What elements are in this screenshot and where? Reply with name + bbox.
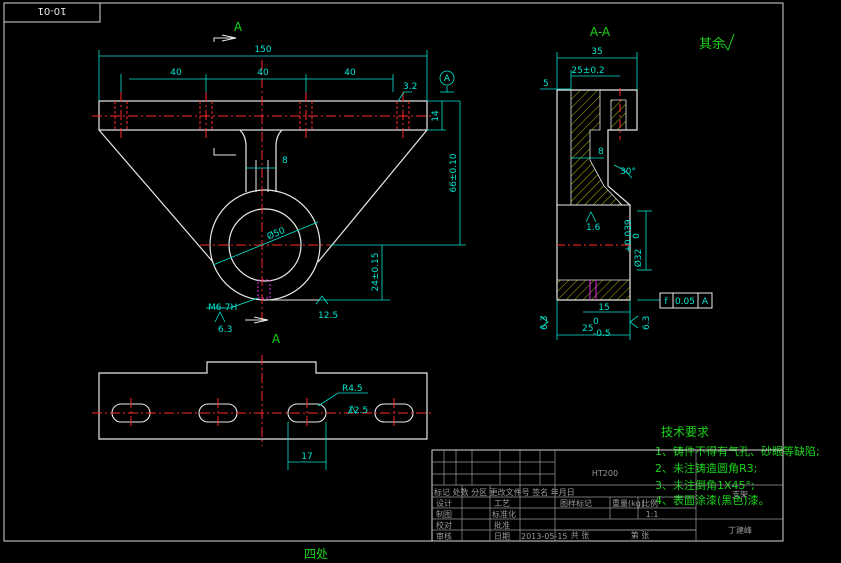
dim-side-rib: 8	[598, 147, 604, 157]
revision-header: 标记 处数 分区 更改文件号 签名 年月日	[434, 487, 575, 497]
tech-req-title: 技术要求	[661, 425, 709, 439]
label-check: 校对	[436, 520, 452, 530]
top-view	[92, 355, 434, 470]
dim-pitch-1: 40	[170, 68, 182, 78]
dim-pitch-3: 40	[344, 68, 356, 78]
gdt-symbol: f	[664, 297, 668, 307]
gdt-value: 0.05	[675, 297, 695, 307]
tech-req-item-1: 1、铸件不得有气孔、砂眼等缺陷;	[655, 444, 820, 458]
label-process: 工艺	[494, 499, 510, 508]
drawing-number-box	[3, 2, 101, 23]
dim-angle: 30°	[620, 167, 636, 177]
date: 2013-05-15	[521, 532, 568, 541]
section-dimension-lines	[539, 52, 652, 340]
dim-overall-length: 150	[254, 45, 271, 55]
dim-base-25-lower: -0.5	[593, 329, 611, 339]
gdt-frame: f 0.05 A	[637, 292, 713, 309]
tech-req-item-4: 4、表面涂漆(黑色)漆。	[655, 493, 770, 507]
footer-note: 四处	[304, 547, 328, 561]
designer: 丁建峰	[728, 525, 752, 535]
dim-base-height: 24±0.15	[371, 252, 381, 291]
dim-bore-tol-lower: 0	[632, 233, 642, 239]
scale: 1:1	[646, 510, 659, 519]
section-mark-top: A	[234, 20, 243, 34]
thread-callout: M6-7H	[208, 303, 237, 313]
label-draw: 制图	[436, 509, 452, 519]
drawing-number: 10-01	[37, 5, 66, 16]
front-dimension-texts: 150 40 40 40 3.2 A 14 66±0.10 8 Ø50 24±0…	[170, 45, 459, 335]
dim-base-25-upper: 0	[593, 317, 599, 327]
dim-pitch-2: 40	[257, 68, 269, 78]
gdt-datum: A	[702, 297, 709, 307]
title-block: HT200 支架 标记 处数 分区 更改文件号 签名 年月日 设计 制图 校对 …	[431, 449, 784, 542]
dim-bore-tol-upper: +0.039	[624, 219, 634, 253]
roughness-top: 3.2	[403, 82, 417, 92]
tech-req-item-2: 2、未注铸造圆角R3;	[655, 461, 757, 475]
sheet-label: 第 张	[631, 530, 650, 540]
section-mark-bottom: A	[272, 332, 281, 346]
section-view	[556, 88, 638, 301]
front-dimension-lines	[98, 50, 466, 323]
datum-label: A	[444, 74, 451, 84]
front-view	[92, 34, 434, 324]
rest-roughness-symbol	[723, 33, 735, 52]
roughness-thread: 6.3	[218, 325, 232, 335]
material: HT200	[592, 469, 618, 478]
label-standard: 标准化	[492, 509, 516, 519]
weight-label: 重量(kg)	[612, 498, 644, 508]
roughness-bore: 1.6	[586, 223, 601, 233]
rough-right: 6.3	[642, 316, 652, 330]
part-name: 支架	[732, 489, 748, 499]
technical-requirements: 技术要求 1、铸件不得有气孔、砂眼等缺陷; 2、未注铸造圆角R3; 3、未注倒角…	[655, 425, 820, 507]
label-design: 设计	[436, 498, 452, 508]
dim-side-offset: 25±0.2	[571, 66, 604, 76]
sheets-label: 共 张	[571, 531, 590, 540]
section-dimension-texts: 35 25±0.2 5 8 30° 1.6 Ø32 +0.039 0 15 25…	[540, 47, 652, 339]
dim-flange-thickness: 14	[431, 110, 441, 122]
dim-slot-15: 15	[598, 303, 609, 313]
dim-side-width: 35	[591, 47, 602, 57]
section-title: A-A	[590, 25, 611, 39]
dim-center-height: 66±0.10	[449, 153, 459, 192]
dim-rib-width: 8	[282, 156, 288, 166]
rough-left: 6.3	[540, 316, 550, 330]
label-approve: 批准	[494, 520, 510, 530]
dim-side-small: 5	[543, 79, 549, 89]
dim-bore-diameter: Ø50	[265, 225, 287, 242]
label-date: 日期	[494, 532, 510, 541]
roughness-bottom: 12.5	[318, 311, 338, 321]
dim-slot-width: 17	[301, 452, 312, 462]
dim-slot-radius: R4.5	[342, 384, 363, 394]
stage-label: 图样标记	[560, 498, 592, 508]
rest-roughness: 其余	[699, 36, 725, 52]
drawing-border	[3, 2, 784, 542]
dim-bore-fit: Ø32	[633, 249, 644, 268]
dim-slot-rough: 12.5	[348, 406, 368, 416]
scale-label: 比例	[642, 498, 658, 508]
dim-base-25: 25	[582, 324, 593, 334]
label-review: 审核	[436, 531, 452, 541]
